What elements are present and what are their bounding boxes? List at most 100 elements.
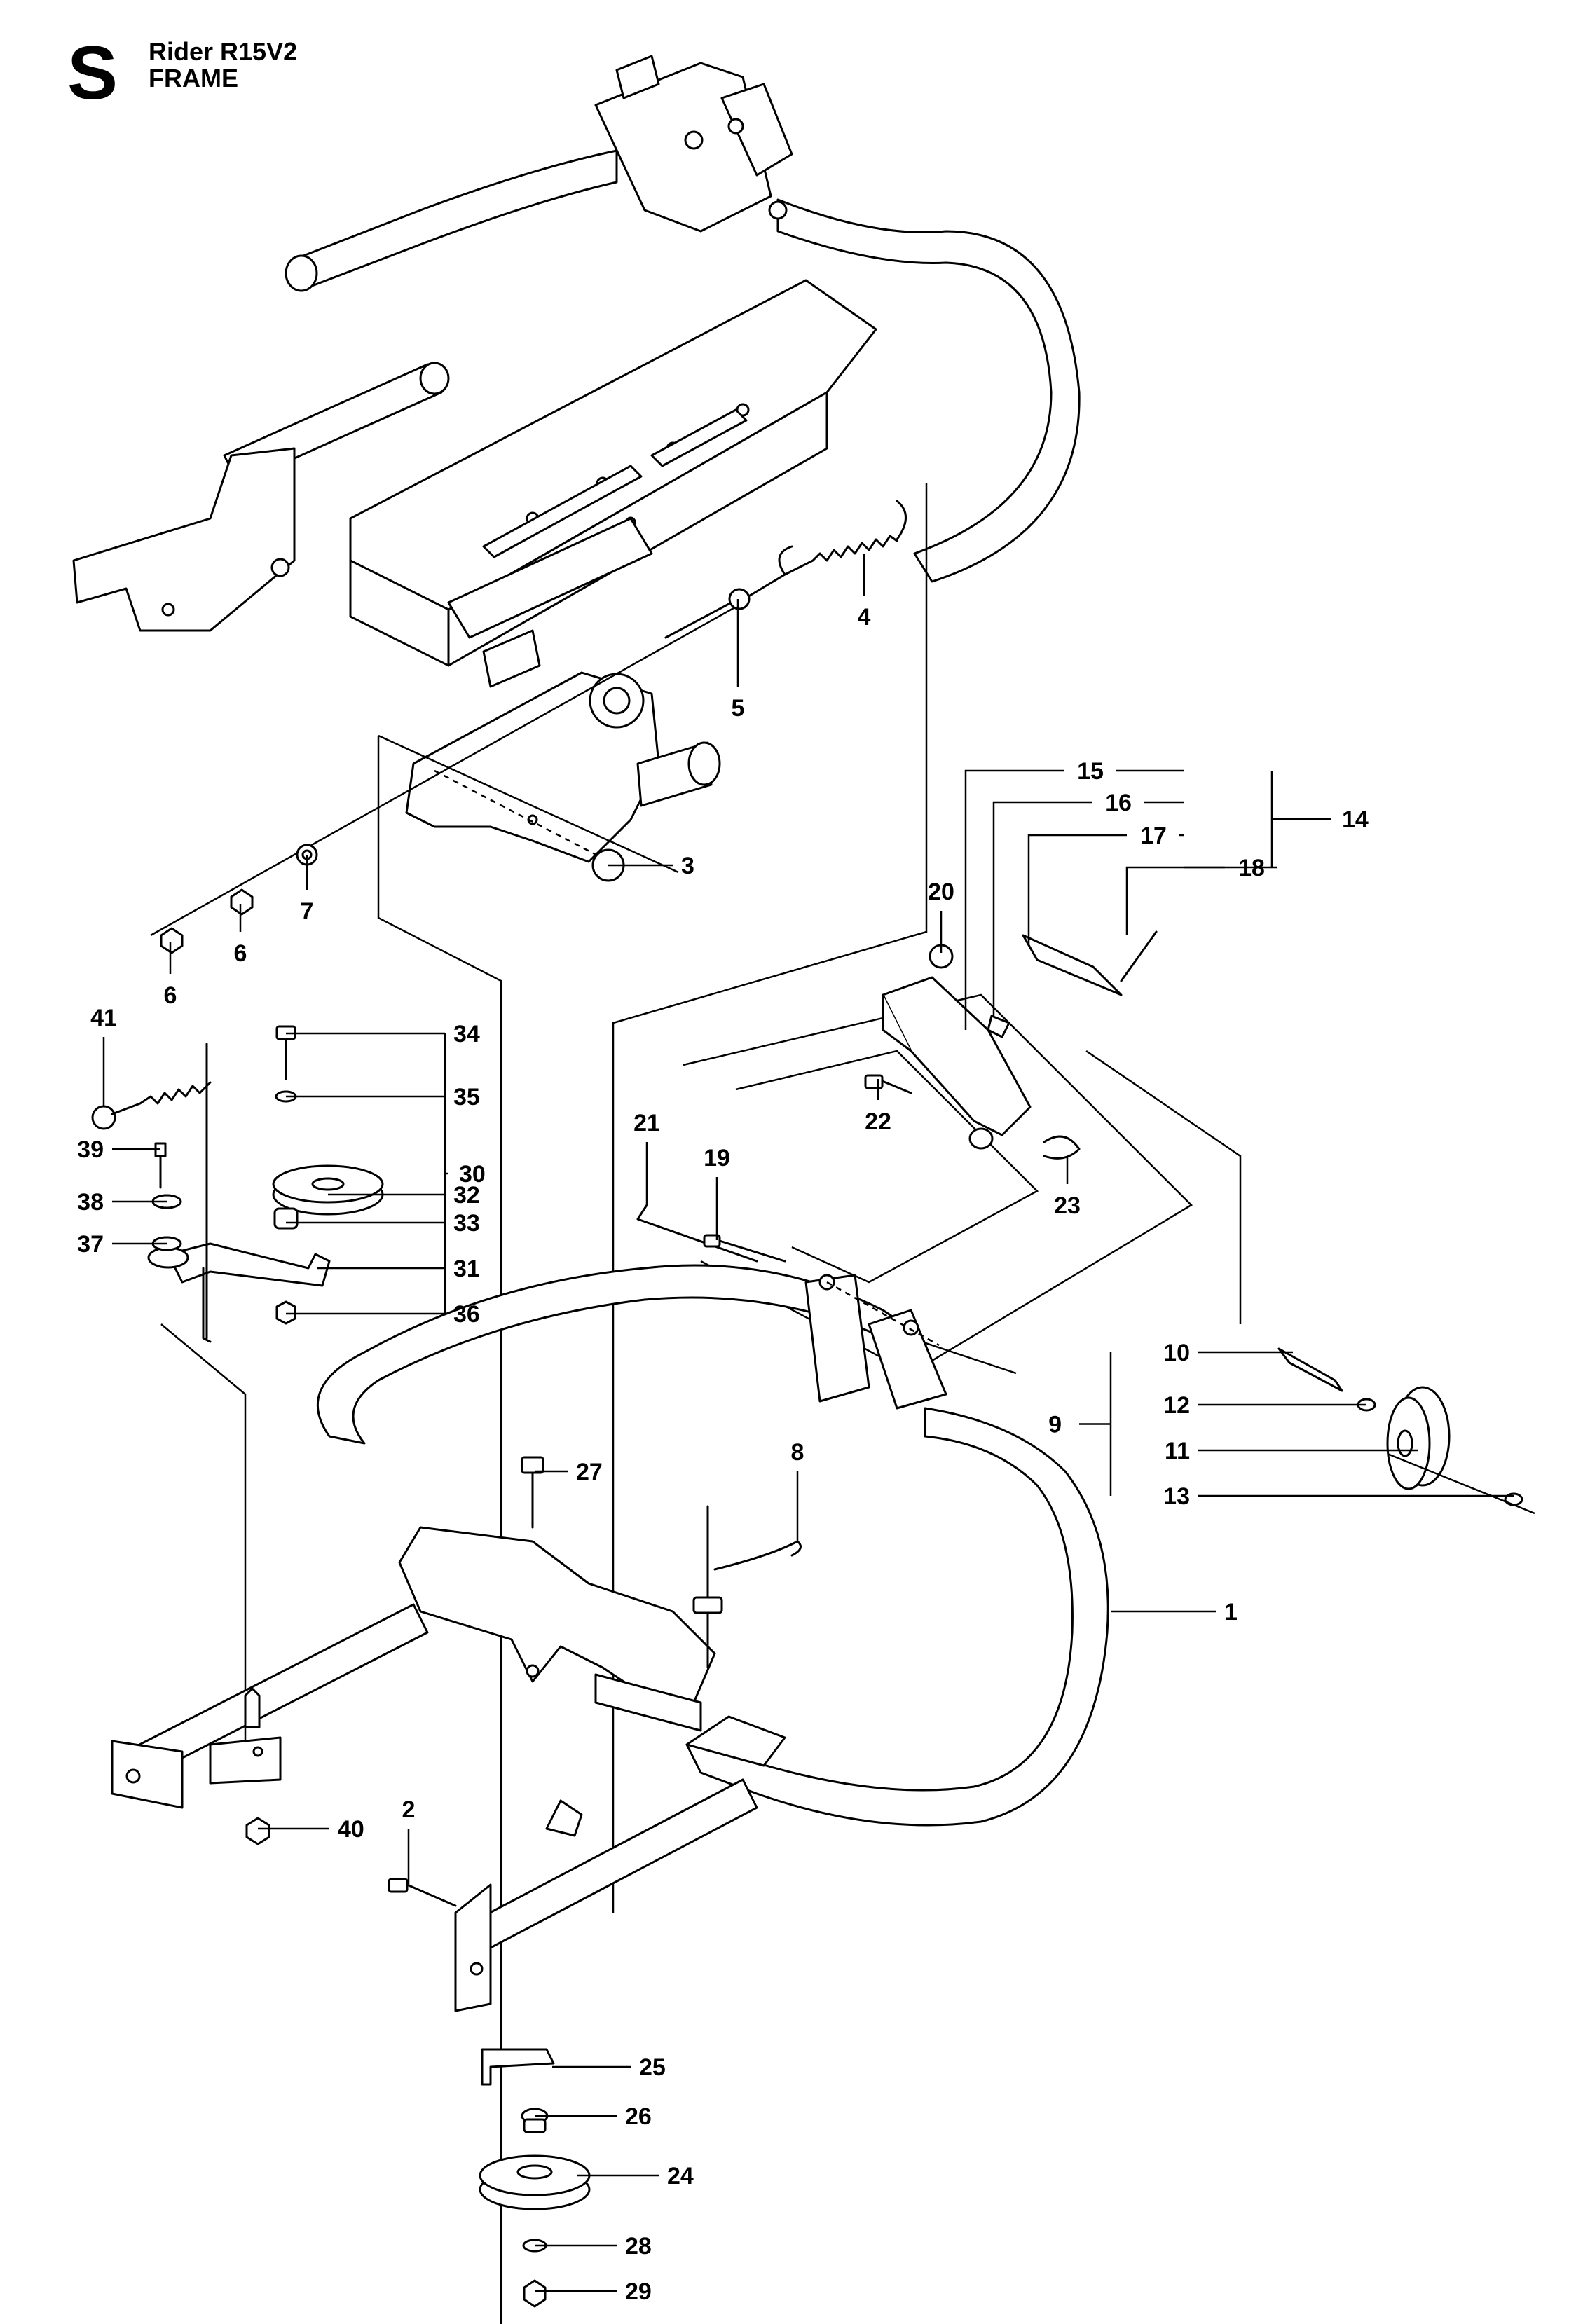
- callout-29: 29: [535, 2278, 652, 2305]
- leader-line: [1125, 866, 1225, 935]
- mower-deck-frame: [111, 1204, 1109, 2012]
- callout-7: 7: [301, 855, 314, 925]
- callout-label: 34: [453, 1021, 480, 1047]
- leader-line: [992, 801, 1092, 1016]
- callout-label: 5: [732, 695, 745, 722]
- callout-28: 28: [535, 2233, 652, 2260]
- group-label: 14: [1342, 806, 1369, 833]
- callout-label: 15: [1077, 758, 1104, 785]
- callout-22: 22: [865, 1079, 891, 1135]
- callout-4: 4: [858, 554, 871, 631]
- callout-6: 6: [164, 942, 177, 1009]
- callout-36: 36: [286, 1301, 480, 1328]
- callout-label: 4: [858, 604, 871, 631]
- callout-label: 25: [639, 2054, 666, 2081]
- callout-12: 12: [1163, 1392, 1366, 1419]
- callout-label: 18: [1238, 855, 1265, 881]
- callout-37: 37: [77, 1231, 167, 1258]
- chassis-frame: [72, 55, 1081, 863]
- callout-label: 3: [681, 853, 694, 879]
- group-bracket-layer: 30 14 9: [444, 771, 1369, 1496]
- callout-27: 27: [535, 1459, 603, 1485]
- model-title: Rider R15V2: [149, 37, 298, 66]
- callout-35: 35: [286, 1084, 480, 1111]
- stop-bracket-group: [864, 930, 1158, 1160]
- group-callout-9: 9: [1048, 1352, 1112, 1496]
- callout-label: 37: [77, 1231, 104, 1258]
- callout-34: 34: [286, 1021, 480, 1047]
- callout-label: 6: [234, 940, 247, 967]
- spring-rod-assembly: [150, 500, 907, 954]
- callout-23: 23: [1054, 1156, 1081, 1219]
- group-callout-14: 14: [1270, 771, 1369, 867]
- callout-21: 21: [633, 1110, 660, 1205]
- callout-24: 24: [577, 2163, 694, 2189]
- callout-label: 41: [90, 1005, 117, 1031]
- callout-3: 3: [608, 853, 694, 879]
- callout-40: 40: [258, 1816, 364, 1843]
- callout-16: 16: [992, 790, 1184, 1016]
- anti-scalp-wheel: [1277, 1347, 1535, 1515]
- callout-label: 10: [1163, 1340, 1190, 1366]
- callout-31: 31: [317, 1256, 480, 1282]
- callout-15: 15: [964, 758, 1184, 1030]
- group-title: FRAME: [149, 64, 238, 92]
- callout-label: 33: [453, 1210, 480, 1237]
- callout-label: 23: [1054, 1192, 1081, 1219]
- leader-line: [1027, 834, 1127, 946]
- group-label: 30: [459, 1161, 486, 1188]
- callout-label: 38: [77, 1189, 104, 1216]
- callout-18: 18: [1125, 855, 1277, 935]
- callout-label: 39: [77, 1136, 104, 1163]
- callout-label: 27: [576, 1459, 603, 1485]
- callout-25: 25: [552, 2054, 666, 2081]
- callout-17: 17: [1027, 823, 1184, 946]
- callout-label: 29: [625, 2278, 652, 2305]
- callout-label: 32: [453, 1182, 480, 1209]
- callout-label: 13: [1163, 1483, 1190, 1510]
- callout-11: 11: [1165, 1438, 1418, 1464]
- callout-19: 19: [704, 1145, 730, 1240]
- callout-label: 17: [1140, 823, 1167, 849]
- callout-5: 5: [732, 599, 745, 722]
- callout-2: 2: [402, 1796, 416, 1885]
- callout-41: 41: [90, 1005, 117, 1107]
- callout-label: 12: [1163, 1392, 1190, 1419]
- misc-fasteners: [245, 1817, 457, 1907]
- callout-label: 36: [453, 1301, 480, 1328]
- callout-label: 28: [625, 2233, 652, 2260]
- callout-label: 31: [453, 1256, 480, 1282]
- callout-label: 24: [667, 2163, 694, 2189]
- leader-line: [964, 769, 1064, 1030]
- callout-label: 26: [625, 2103, 652, 2130]
- callout-38: 38: [77, 1189, 167, 1216]
- callout-label: 1: [1224, 1599, 1238, 1625]
- callout-label: 8: [791, 1439, 804, 1466]
- callout-label: 19: [704, 1145, 730, 1171]
- group-label: 9: [1048, 1412, 1062, 1438]
- callout-label: 16: [1105, 790, 1132, 816]
- exploded-frames: [377, 483, 1242, 2324]
- callout-32: 32: [328, 1182, 480, 1209]
- callout-8: 8: [791, 1439, 804, 1541]
- callout-10: 10: [1163, 1340, 1293, 1366]
- callout-label: 7: [301, 898, 314, 925]
- group-callout-30: 30: [444, 1033, 486, 1314]
- callout-label: 40: [338, 1816, 364, 1843]
- callout-33: 33: [286, 1210, 480, 1237]
- callout-39: 39: [77, 1136, 160, 1163]
- callout-13: 13: [1163, 1483, 1514, 1510]
- callout-label: 35: [453, 1084, 480, 1111]
- callout-label: 11: [1165, 1438, 1190, 1464]
- callout-6: 6: [234, 904, 247, 967]
- callout-label: 21: [633, 1110, 660, 1136]
- callout-26: 26: [535, 2103, 652, 2130]
- lower-pulley-stack: [479, 1456, 591, 2308]
- callout-1: 1: [1111, 1599, 1238, 1625]
- callout-label: 20: [928, 879, 954, 905]
- callout-20: 20: [928, 879, 954, 953]
- section-letter: S: [67, 30, 118, 115]
- callout-label: 2: [402, 1796, 416, 1823]
